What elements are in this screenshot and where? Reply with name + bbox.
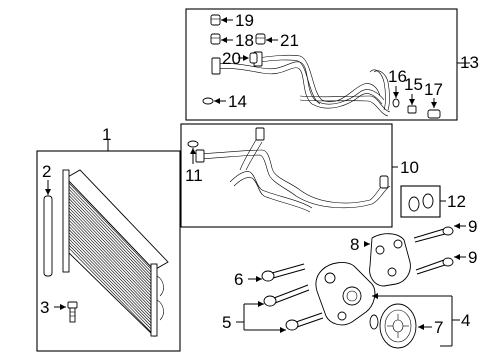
condenser-fin bbox=[67, 218, 155, 309]
condenser-fin bbox=[67, 200, 155, 291]
condenser-fin bbox=[67, 228, 155, 318]
condenser-fin bbox=[67, 215, 155, 306]
condenser-fin bbox=[67, 225, 155, 315]
callout-5: 5 bbox=[222, 313, 231, 332]
callout-9-lower: 9 bbox=[468, 248, 477, 267]
o-ring-14 bbox=[202, 97, 214, 105]
seal-16 bbox=[392, 98, 400, 108]
condenser-fin bbox=[67, 212, 155, 303]
o-ring-11 bbox=[187, 140, 199, 148]
condenser-fin bbox=[67, 243, 155, 333]
bolt-9a bbox=[413, 226, 454, 243]
condenser-fin bbox=[67, 246, 155, 336]
condenser-fin bbox=[67, 231, 155, 321]
callout-9-upper: 9 bbox=[468, 217, 477, 236]
hose-assembly-box-middle bbox=[180, 123, 393, 228]
bolt-5a bbox=[263, 284, 310, 307]
condenser-fin bbox=[67, 234, 155, 324]
cap-21 bbox=[255, 33, 266, 45]
bolt-3 bbox=[67, 301, 78, 323]
condenser-fin bbox=[67, 181, 155, 273]
o-ring-kit-12 bbox=[408, 193, 434, 212]
callout-3: 3 bbox=[40, 298, 49, 317]
condenser-fin bbox=[67, 206, 155, 297]
clutch-pulley-7 bbox=[369, 303, 417, 349]
condenser-fin bbox=[67, 194, 155, 285]
bolt-6 bbox=[261, 263, 306, 282]
condenser-fin bbox=[67, 203, 155, 294]
valve-20 bbox=[249, 52, 258, 64]
bolt-5b bbox=[285, 312, 324, 331]
callout-14: 14 bbox=[228, 92, 247, 111]
hose-assembly-box-top bbox=[185, 8, 458, 121]
callout-21: 21 bbox=[280, 31, 299, 50]
callout-11: 11 bbox=[185, 166, 203, 185]
callout-2: 2 bbox=[42, 162, 51, 181]
callout-4: 4 bbox=[461, 311, 470, 330]
condenser-fin bbox=[67, 209, 155, 300]
o-ring-kit-box bbox=[400, 185, 441, 218]
callout-8: 8 bbox=[350, 235, 359, 254]
fitting-15 bbox=[407, 105, 417, 114]
callout-19: 19 bbox=[235, 11, 254, 30]
callout-12: 12 bbox=[447, 192, 466, 211]
condenser-fin bbox=[67, 187, 155, 279]
condenser-fin bbox=[67, 184, 155, 276]
condenser-fin bbox=[67, 240, 155, 330]
callout-10: 10 bbox=[400, 158, 419, 177]
callout-7: 7 bbox=[434, 318, 443, 337]
compressor-4 bbox=[315, 262, 376, 326]
callout-1: 1 bbox=[102, 125, 111, 144]
valve-17 bbox=[427, 109, 441, 119]
condenser-fin bbox=[67, 222, 155, 312]
condenser bbox=[62, 169, 169, 338]
bolt-9b bbox=[415, 257, 454, 275]
condenser-fin bbox=[67, 237, 155, 327]
condenser-fin bbox=[67, 197, 155, 288]
callout-13: 13 bbox=[460, 53, 479, 72]
callout-16: 16 bbox=[388, 67, 407, 86]
callout-6: 6 bbox=[234, 270, 243, 289]
callout-15: 15 bbox=[404, 75, 423, 94]
discharge-hose-middle bbox=[195, 127, 391, 213]
cap-18 bbox=[210, 33, 221, 45]
callout-18: 18 bbox=[235, 31, 254, 50]
cap-19 bbox=[210, 14, 221, 26]
receiver-drier-2 bbox=[43, 195, 53, 277]
callout-20: 20 bbox=[222, 49, 241, 68]
callout-17: 17 bbox=[424, 80, 443, 99]
mounting-bracket-8 bbox=[369, 233, 411, 287]
condenser-fin bbox=[67, 191, 155, 282]
